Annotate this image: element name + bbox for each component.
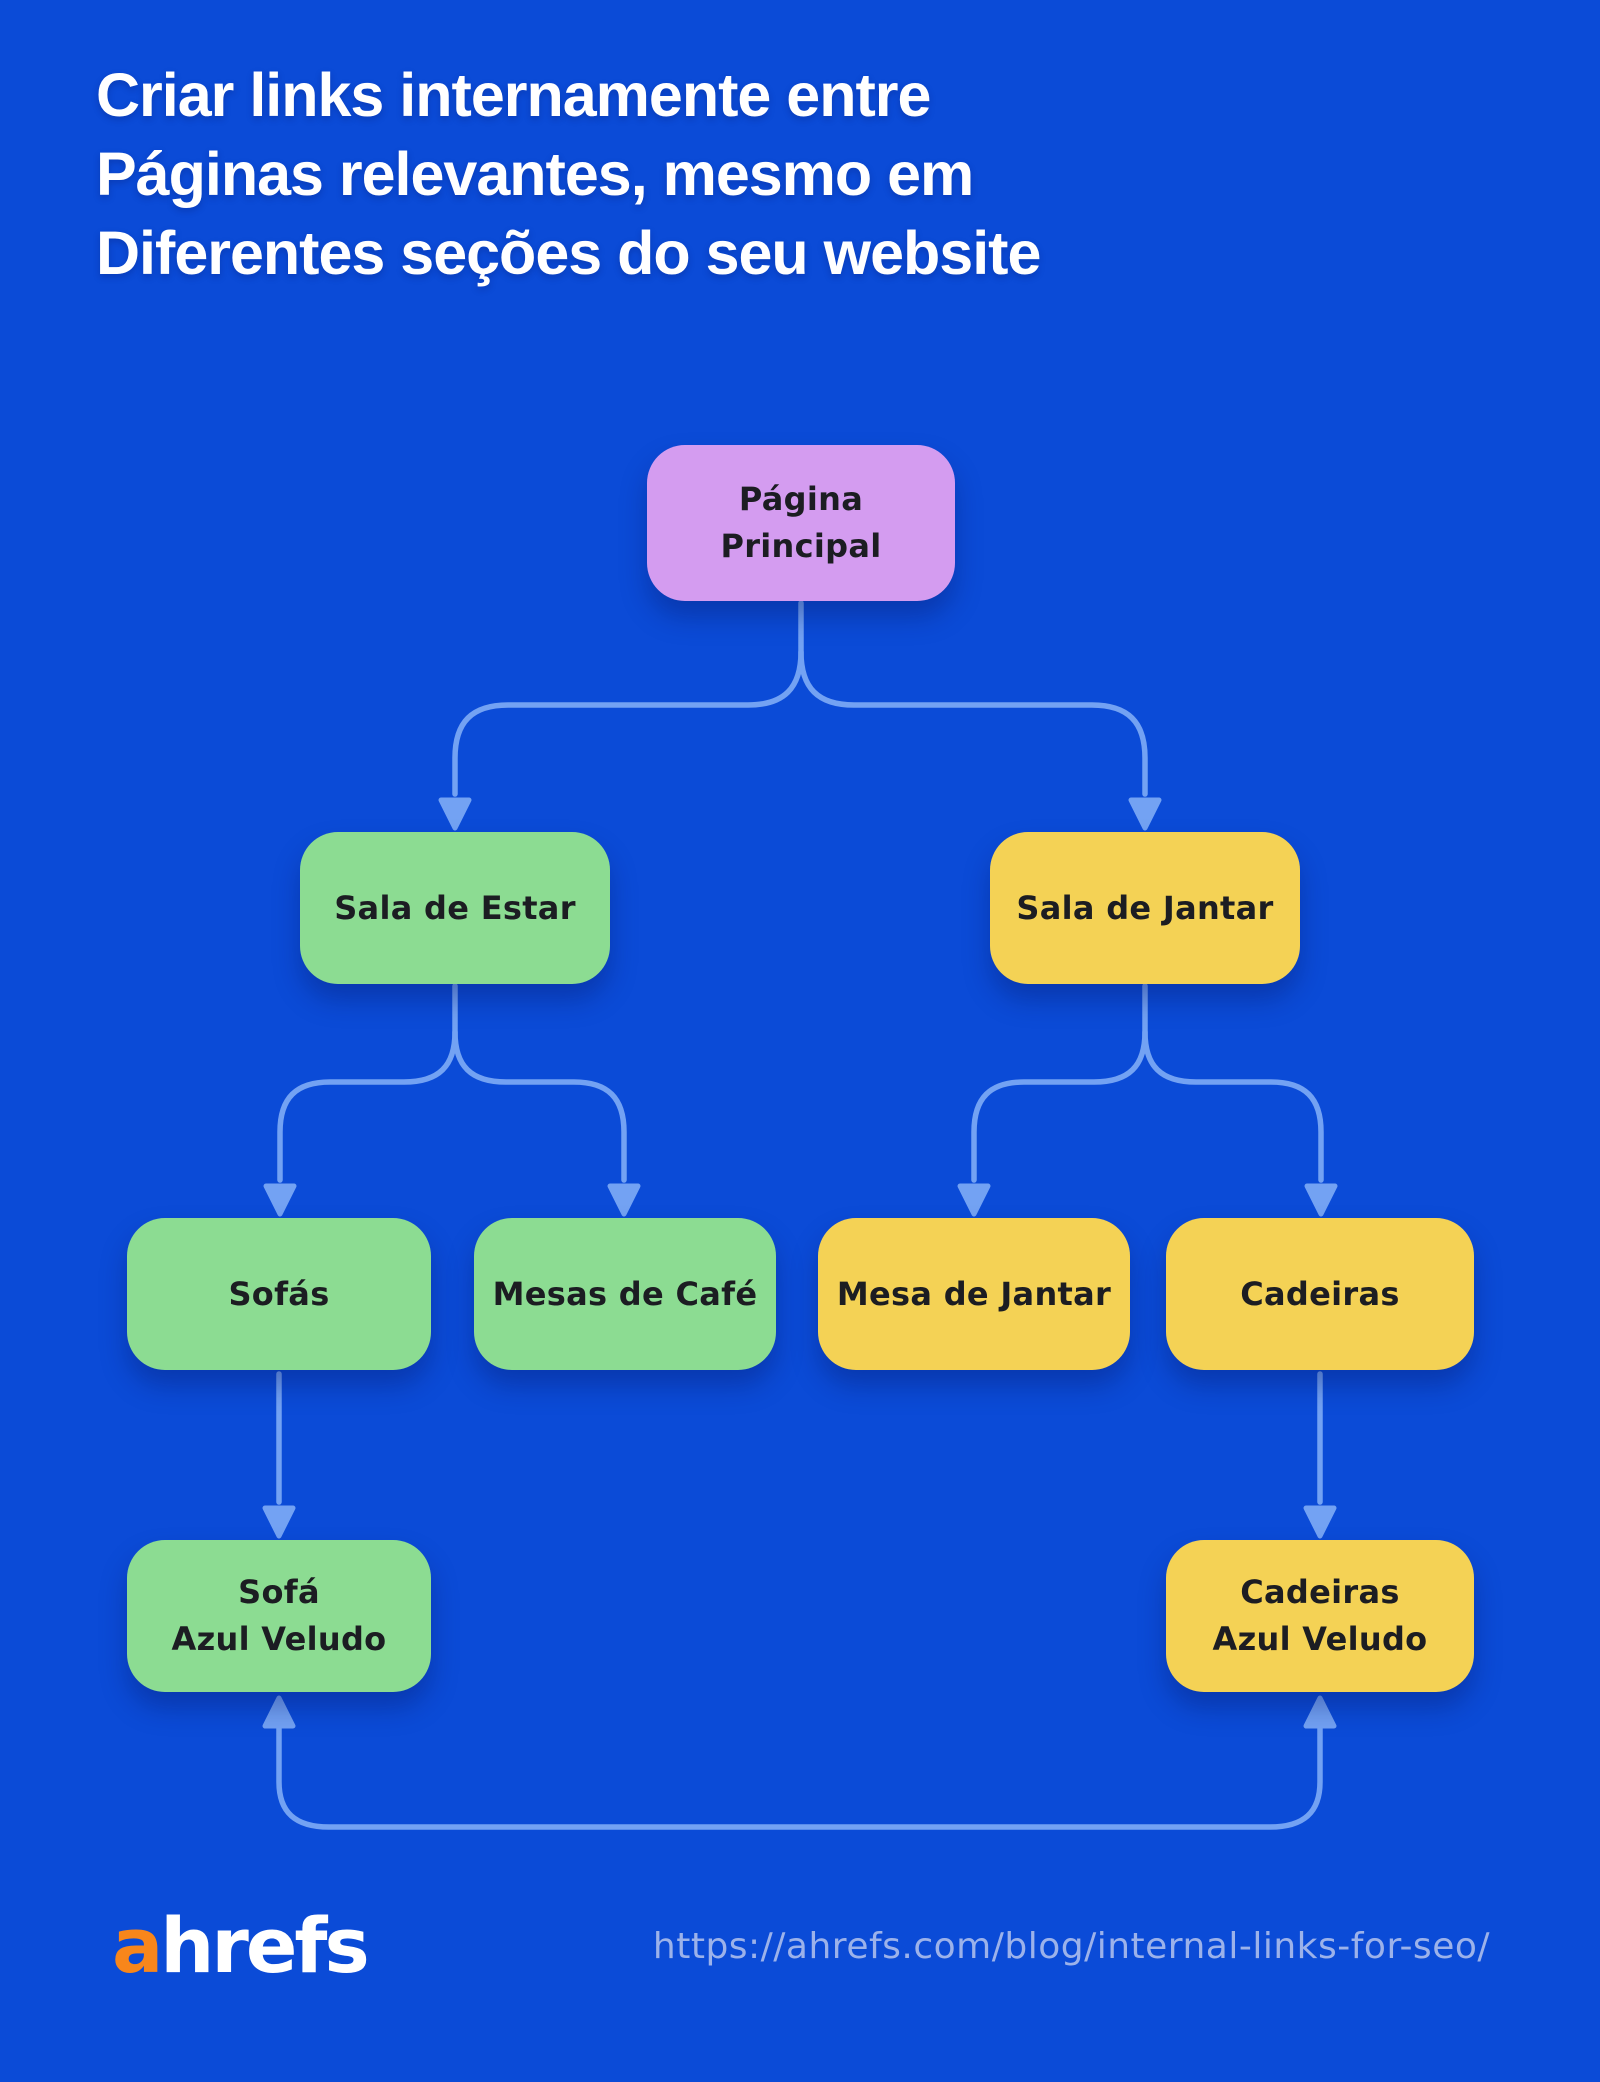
- edge-jantar-cadeiras: [1142, 1029, 1324, 1183]
- edge-sofa-azul-cadeiras-azul: [276, 1725, 1323, 1830]
- arrowhead-down-icon: [438, 797, 472, 831]
- node-label: Azul Veludo: [171, 1620, 387, 1658]
- footer: ahrefs https://ahrefs.com/blog/internal-…: [112, 1908, 1490, 1984]
- title-line-2: Páginas relevantes, mesmo em: [96, 140, 974, 208]
- arrowhead-down-icon: [1128, 797, 1162, 831]
- node-label: Página: [738, 480, 864, 518]
- node-label: Sala de Estar: [334, 888, 576, 927]
- node-label: Sofá: [238, 1573, 320, 1611]
- title-line-3: Diferentes seções do seu website: [96, 219, 1041, 287]
- node-label: Mesas de Café: [492, 1274, 758, 1313]
- source-url: https://ahrefs.com/blog/internal-links-f…: [652, 1925, 1490, 1967]
- logo-letter-a: a: [112, 1901, 163, 1990]
- node-pagina-principal: Página Principal: [647, 445, 955, 601]
- page-title: Criar links internamente entre Páginas r…: [96, 56, 1296, 293]
- node-sofas: Sofás: [127, 1218, 431, 1370]
- node-sala-de-estar: Sala de Estar: [300, 832, 610, 984]
- arrowhead-down-icon: [263, 1183, 297, 1217]
- edge-principal-jantar: [798, 649, 1148, 797]
- ahrefs-logo: ahrefs: [112, 1908, 370, 1984]
- node-cadeiras-azul-veludo: Cadeiras Azul Veludo: [1166, 1540, 1474, 1692]
- edge-jantar-mesa: [971, 983, 1148, 1183]
- node-label: Cadeiras: [1240, 1274, 1400, 1313]
- arrowhead-up-icon: [262, 1695, 296, 1729]
- node-cadeiras: Cadeiras: [1166, 1218, 1474, 1370]
- edge-principal-estar: [452, 600, 804, 797]
- arrowhead-down-icon: [1304, 1183, 1338, 1217]
- node-label: Azul Veludo: [1212, 1620, 1428, 1658]
- node-label: Cadeiras: [1240, 1573, 1400, 1611]
- arrowhead-down-icon: [957, 1183, 991, 1217]
- edge-estar-mesas: [452, 1029, 627, 1183]
- arrowhead-up-icon: [1303, 1695, 1337, 1729]
- edge-estar-sofas: [277, 983, 458, 1183]
- node-mesas-de-cafe: Mesas de Café: [474, 1218, 776, 1370]
- node-label: Sala de Jantar: [1016, 888, 1274, 927]
- node-label: Mesa de Jantar: [836, 1274, 1112, 1313]
- node-sala-de-jantar: Sala de Jantar: [990, 832, 1300, 984]
- title-line-1: Criar links internamente entre: [96, 61, 931, 129]
- arrowhead-down-icon: [262, 1505, 296, 1539]
- node-label: Principal: [720, 527, 882, 565]
- logo-letters-hrefs: hrefs: [160, 1901, 369, 1990]
- node-mesa-de-jantar: Mesa de Jantar: [818, 1218, 1130, 1370]
- arrowhead-down-icon: [607, 1183, 641, 1217]
- node-label: Sofás: [228, 1274, 330, 1313]
- arrowhead-down-icon: [1303, 1505, 1337, 1539]
- node-sofa-azul-veludo: Sofá Azul Veludo: [127, 1540, 431, 1692]
